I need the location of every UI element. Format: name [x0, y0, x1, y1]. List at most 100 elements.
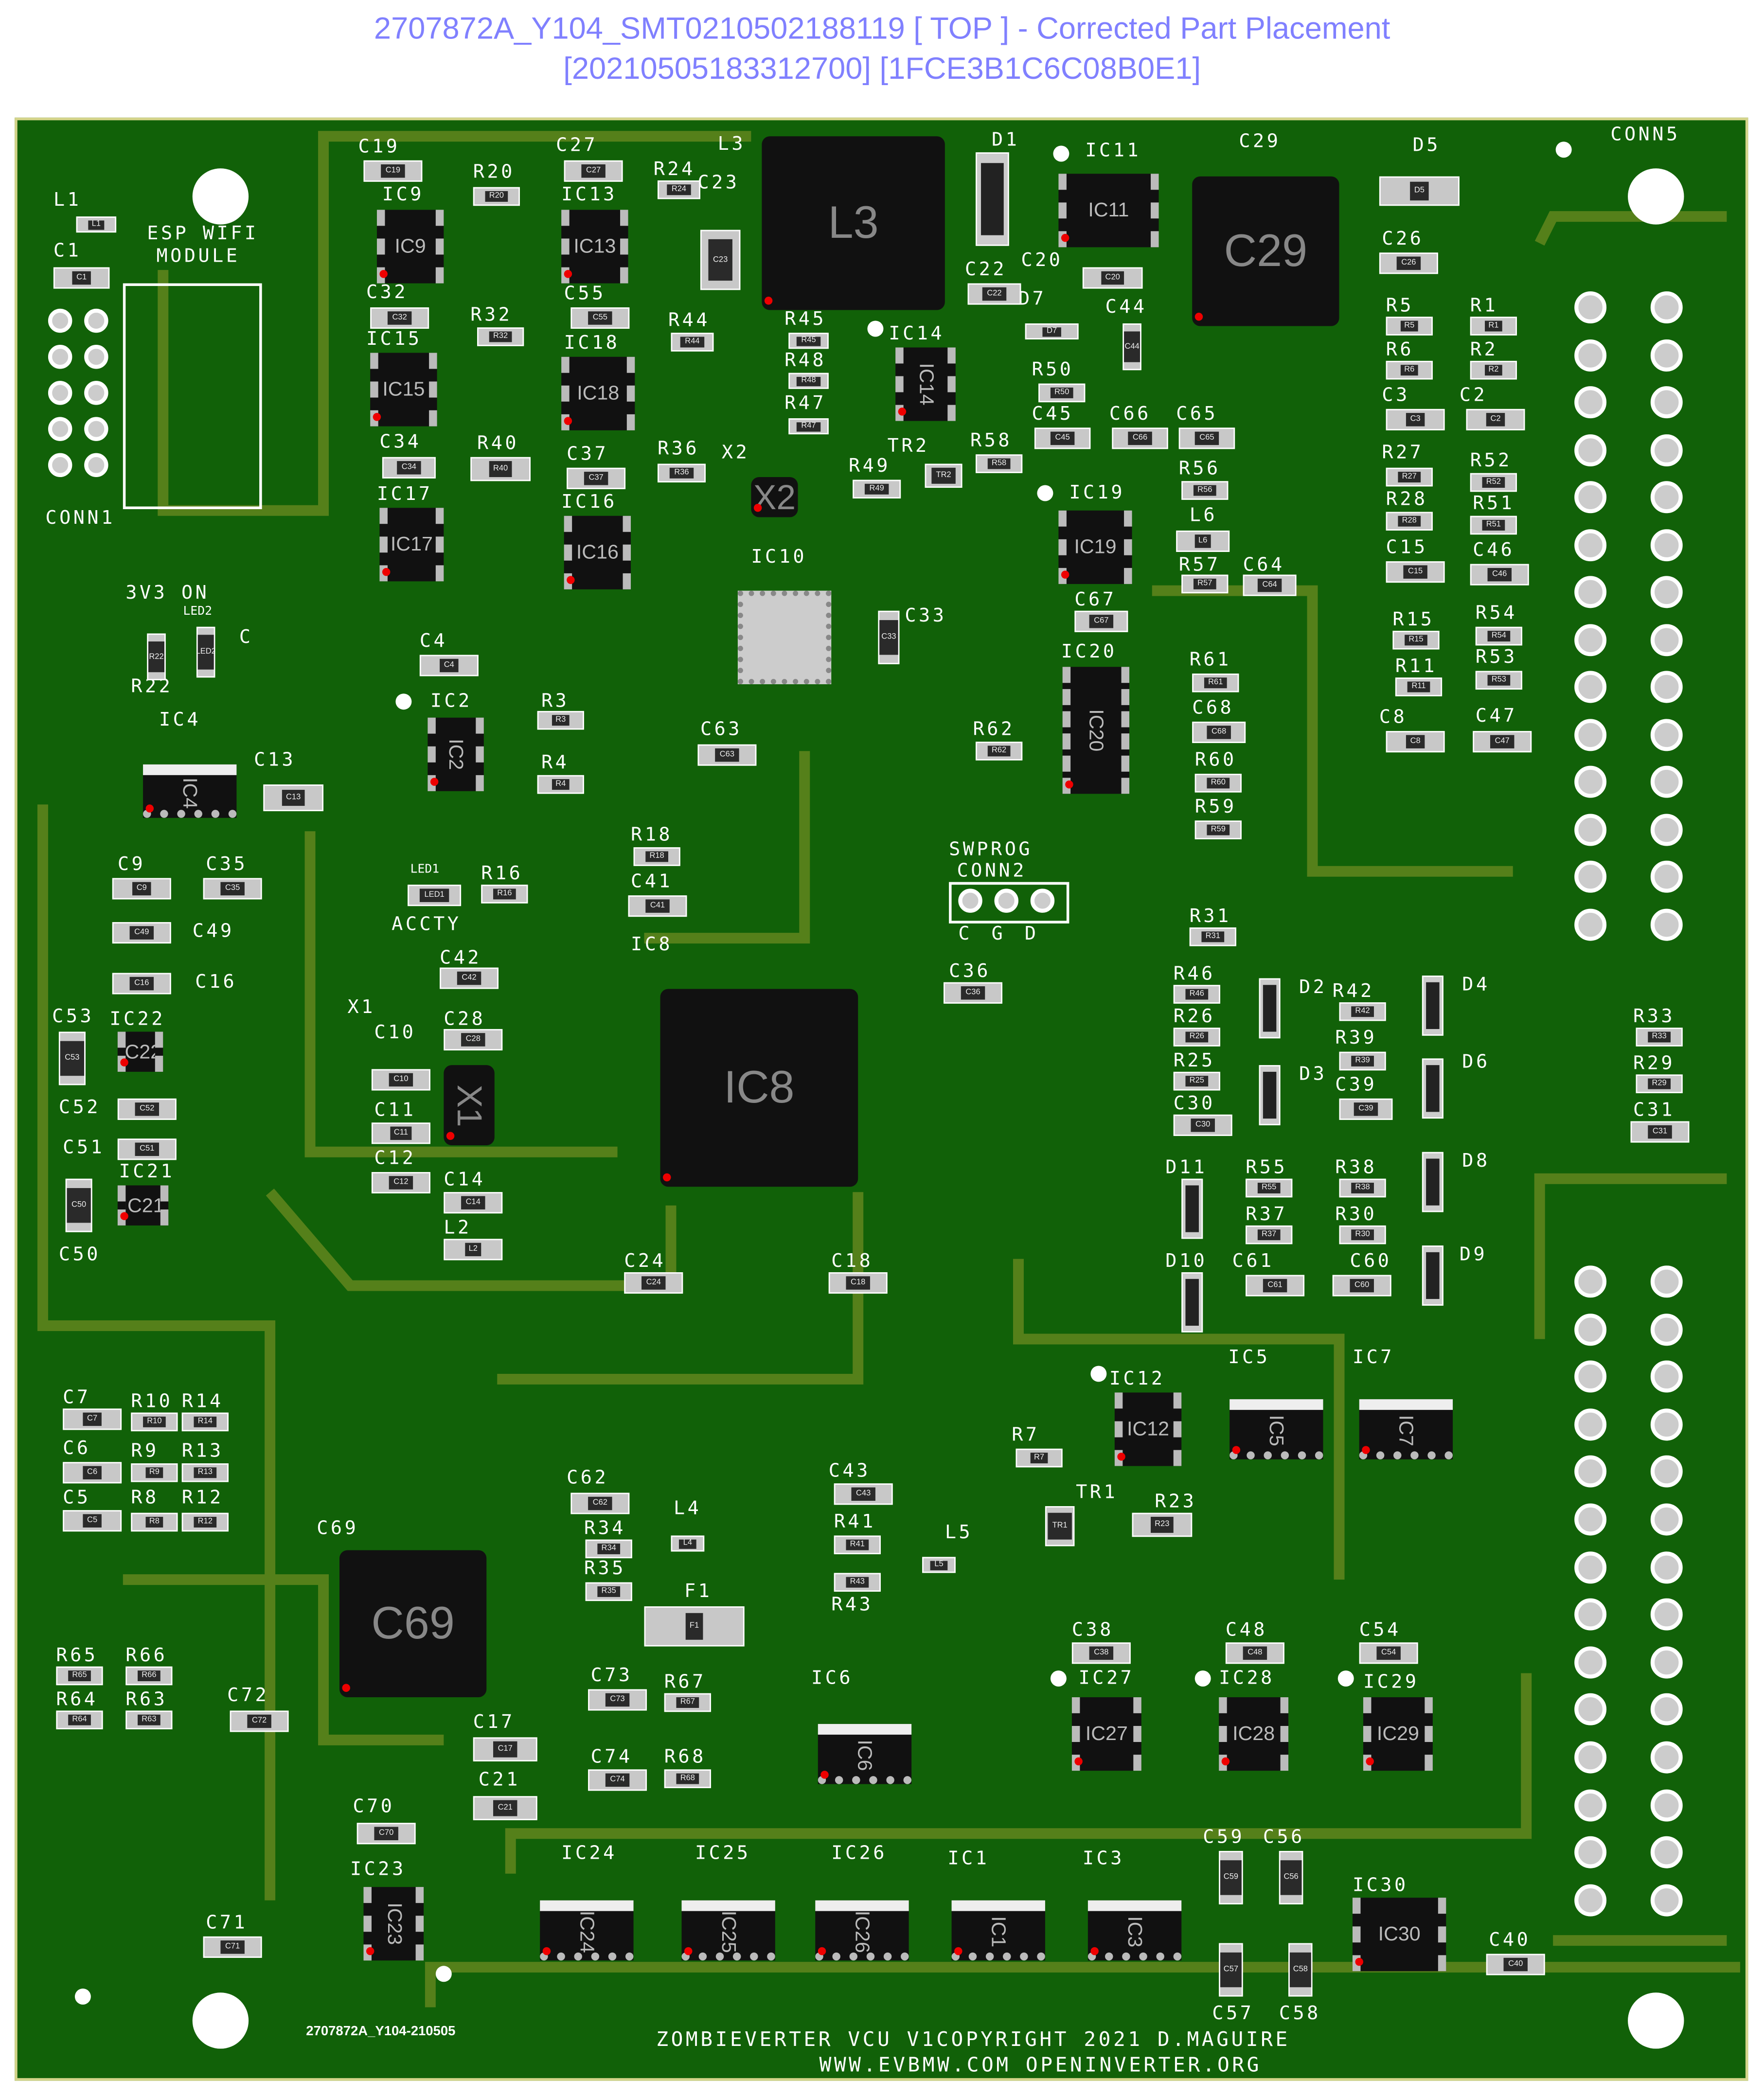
conn5-pin[interactable]: [1574, 1313, 1607, 1346]
conn5-pin[interactable]: [1574, 1503, 1607, 1536]
conn5-pin[interactable]: [1574, 813, 1607, 846]
component-c68[interactable]: C68: [1192, 721, 1246, 743]
component-r1[interactable]: R1: [1470, 317, 1517, 336]
component-r62[interactable]: R62: [976, 742, 1023, 761]
component-c3[interactable]: C3: [1386, 409, 1445, 430]
component-ic30[interactable]: IC30: [1352, 1898, 1446, 1972]
component-r68[interactable]: R68: [664, 1769, 711, 1788]
component-ic6[interactable]: IC6: [818, 1724, 912, 1784]
component-c7[interactable]: C7: [63, 1408, 122, 1430]
component-ic15[interactable]: IC15: [370, 353, 437, 427]
component-c67[interactable]: C67: [1074, 610, 1128, 632]
conn1-pin[interactable]: [48, 344, 72, 369]
conn5-pin[interactable]: [1650, 1599, 1683, 1631]
component-led1[interactable]: LED1: [408, 885, 462, 906]
component-r24[interactable]: R24: [658, 180, 700, 199]
conn5-pin[interactable]: [1574, 1646, 1607, 1678]
component-r57[interactable]: R57: [1181, 574, 1229, 594]
component-c26[interactable]: C26: [1379, 252, 1438, 274]
conn5-pin[interactable]: [1574, 1836, 1607, 1869]
component-r52[interactable]: R52: [1470, 473, 1517, 492]
component-r67[interactable]: R67: [664, 1693, 711, 1712]
component-c50[interactable]: C50: [65, 1178, 92, 1232]
conn5-pin[interactable]: [1650, 908, 1683, 941]
component-d9[interactable]: [1422, 1245, 1443, 1306]
component-l3[interactable]: L3: [762, 136, 945, 310]
component-c43[interactable]: C43: [834, 1483, 893, 1505]
conn5-pin[interactable]: [1650, 860, 1683, 893]
component-r63[interactable]: R63: [125, 1710, 173, 1729]
component-ic23[interactable]: IC23: [363, 1887, 424, 1961]
component-ic27[interactable]: IC27: [1071, 1697, 1141, 1771]
component-c29[interactable]: C29: [1192, 176, 1339, 326]
component-c14[interactable]: C14: [444, 1192, 503, 1214]
component-c74[interactable]: C74: [588, 1769, 647, 1791]
component-r50[interactable]: R50: [1038, 383, 1086, 403]
component-r4[interactable]: R4: [537, 775, 584, 794]
component-r7[interactable]: R7: [1016, 1448, 1063, 1468]
component-r16[interactable]: R16: [481, 885, 528, 904]
conn5-pin[interactable]: [1650, 481, 1683, 514]
component-ic7[interactable]: IC7: [1359, 1399, 1453, 1459]
component-c49[interactable]: C49: [112, 922, 171, 944]
conn5-pin[interactable]: [1574, 386, 1607, 419]
component-c59[interactable]: C59: [1219, 1850, 1243, 1904]
component-c5[interactable]: C5: [63, 1510, 122, 1532]
conn5-pin[interactable]: [1650, 386, 1683, 419]
component-r2[interactable]: R2: [1470, 360, 1517, 380]
component-tr2[interactable]: TR2: [925, 463, 962, 488]
component-ic29[interactable]: IC29: [1363, 1697, 1433, 1771]
component-c31[interactable]: C31: [1630, 1121, 1690, 1143]
component-d6[interactable]: [1422, 1058, 1443, 1119]
conn5-pin[interactable]: [1574, 1360, 1607, 1393]
conn5-pin[interactable]: [1574, 671, 1607, 703]
conn5-pin[interactable]: [1574, 860, 1607, 893]
component-c56[interactable]: C56: [1279, 1850, 1303, 1904]
component-r46[interactable]: R46: [1173, 985, 1220, 1004]
component-c9[interactable]: C9: [112, 878, 171, 900]
component-c51[interactable]: C51: [117, 1138, 177, 1160]
component-r47[interactable]: R47: [788, 418, 829, 435]
conn5-pin[interactable]: [1574, 291, 1607, 324]
conn5-pin[interactable]: [1650, 1789, 1683, 1821]
component-r28[interactable]: R28: [1386, 512, 1433, 531]
component-c2[interactable]: C2: [1466, 409, 1525, 430]
component-c20[interactable]: C20: [1082, 267, 1143, 289]
conn5-pin[interactable]: [1574, 1599, 1607, 1631]
conn1-pin[interactable]: [84, 453, 108, 478]
component-c12[interactable]: C12: [371, 1172, 430, 1193]
component-r15[interactable]: R15: [1392, 631, 1440, 650]
component-c34[interactable]: C34: [382, 457, 436, 479]
component-c73[interactable]: C73: [588, 1689, 647, 1711]
conn5-pin[interactable]: [1650, 718, 1683, 751]
component-c1[interactable]: C1: [53, 267, 110, 289]
conn5-pin[interactable]: [1650, 338, 1683, 371]
component-r37[interactable]: R37: [1246, 1225, 1293, 1244]
component-r60[interactable]: R60: [1194, 774, 1242, 793]
component-c36[interactable]: C36: [944, 982, 1002, 1004]
component-led2[interactable]: LED2: [196, 626, 215, 678]
component-c19[interactable]: C19: [363, 160, 423, 182]
conn1-pin[interactable]: [84, 308, 108, 333]
component-ic13[interactable]: IC13: [561, 210, 628, 284]
component-d8[interactable]: [1422, 1152, 1443, 1212]
component-c27[interactable]: C27: [564, 160, 623, 182]
component-c47[interactable]: C47: [1473, 731, 1532, 753]
component-r36[interactable]: R36: [658, 463, 706, 483]
component-l1[interactable]: L1: [76, 216, 117, 233]
component-r61[interactable]: R61: [1192, 673, 1239, 693]
component-c37[interactable]: C37: [567, 467, 626, 489]
conn5-pin[interactable]: [1574, 1884, 1607, 1917]
component-ic9[interactable]: IC9: [376, 210, 444, 284]
component-r9[interactable]: R9: [131, 1463, 178, 1482]
component-d1[interactable]: [976, 152, 1009, 246]
component-ic10[interactable]: [737, 590, 832, 684]
conn5-pin[interactable]: [1574, 1408, 1607, 1440]
component-c45[interactable]: C45: [1034, 427, 1091, 449]
component-r26[interactable]: R26: [1173, 1028, 1220, 1047]
component-c17[interactable]: C17: [473, 1737, 537, 1761]
component-c15[interactable]: C15: [1386, 561, 1445, 583]
component-r27[interactable]: R27: [1386, 467, 1433, 487]
component-c42[interactable]: C42: [440, 967, 499, 989]
component-c70[interactable]: C70: [356, 1823, 416, 1845]
